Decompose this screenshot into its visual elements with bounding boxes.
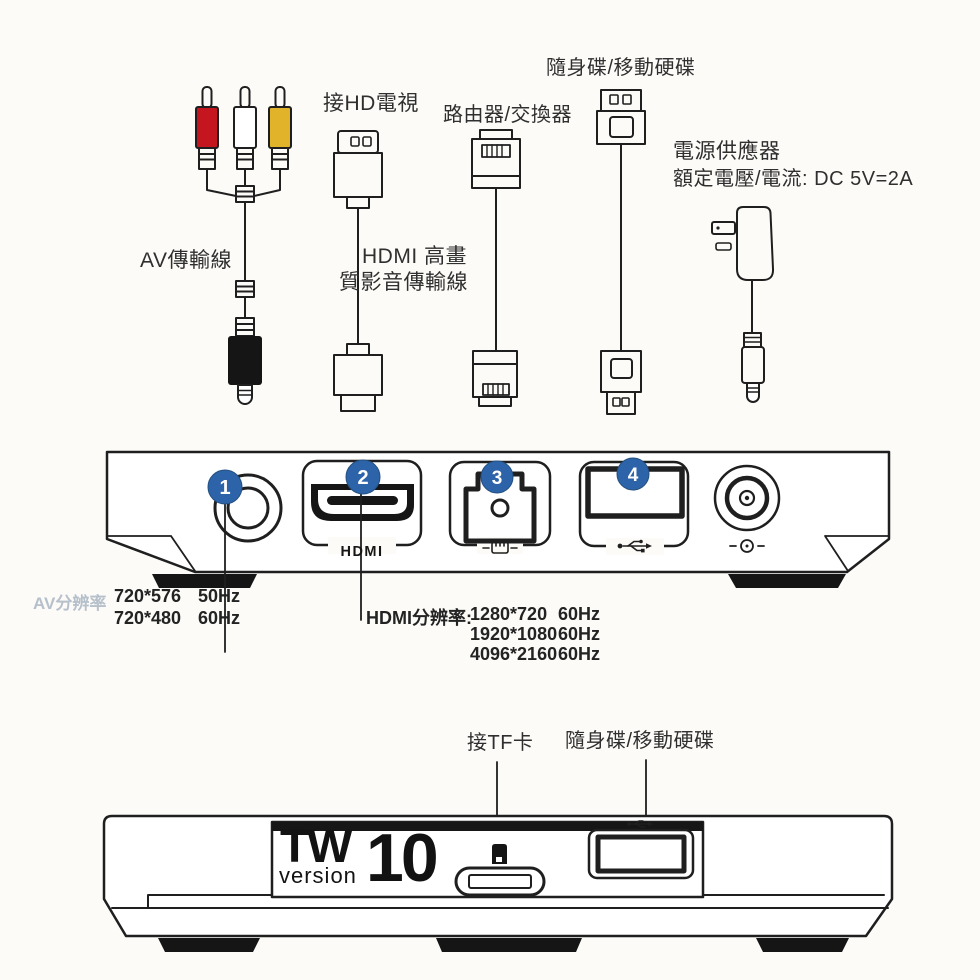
hdmi-cable-label-line1: HDMI 高畫 [362, 245, 467, 268]
front-usb-label: 隨身碟/移動硬碟 [565, 730, 715, 752]
port-badge-1-number: 1 [219, 477, 230, 499]
usb-plug-metal-top [600, 89, 642, 112]
front-foot-right [756, 938, 849, 952]
dc-power-icon [729, 539, 765, 553]
brand-logo-version: version [279, 863, 357, 888]
rca-yellow-plug [268, 106, 292, 149]
hdmi-logo: HDMI [340, 544, 383, 560]
hdmi-cable-label-line2: 質影音傳輸線 [339, 271, 468, 294]
rear-foot-right [728, 574, 846, 588]
front-foot-center [436, 938, 582, 952]
plug-prong-2 [715, 242, 732, 251]
hdmi-hz-3: 60Hz [558, 644, 601, 664]
hdmi-resolution-row-3: 4096*216060Hz [470, 644, 600, 665]
usb-cable-drawing [596, 89, 646, 415]
av-resolution-label: AV分辨率 [33, 594, 107, 613]
av-cable-drawing [195, 86, 292, 405]
tf-card-label: 接TF卡 [467, 732, 534, 754]
usb-drive-label: 隨身碟/移動硬碟 [546, 57, 696, 79]
port-badge-2-number: 2 [357, 467, 368, 489]
brand-logo-tw: TW [280, 820, 352, 872]
hdmi-resolution-row-1: 1280*720 60Hz [470, 604, 600, 625]
port-badge-4-number: 4 [628, 465, 639, 486]
av-cable-label: AV傳輸線 [140, 249, 232, 272]
hdmi-connect-label: 接HD電視 [323, 92, 419, 115]
av-jack-plug-body [228, 336, 262, 385]
av-hz-2: 60Hz [198, 608, 241, 628]
usb-plug-body-bottom [600, 350, 642, 393]
rca-red-plug [195, 106, 219, 149]
av-res-2: 720*480 [114, 608, 182, 628]
av-resolution-row-2: 720*480 60Hz [114, 608, 240, 629]
power-supply-label: 電源供應器 [673, 140, 781, 163]
hdmi-res-1: 1280*720 [470, 604, 548, 624]
port-badge-2: 2 [345, 459, 381, 495]
rear-panel-drawing: 1 2 3 4 HDMI [105, 450, 891, 653]
rear-foot-left [152, 574, 257, 588]
plug-prong [711, 221, 736, 235]
port-badge-3: 3 [480, 460, 514, 494]
rj45-plug-top [471, 138, 521, 189]
brand-logo-number: 10 [366, 820, 439, 896]
ethernet-icon [482, 541, 518, 554]
ethernet-port [463, 471, 537, 544]
rca-red-tip [201, 86, 213, 109]
usb-trident-icon-front [627, 820, 653, 828]
hdmi-res-3: 4096*2160 [470, 644, 558, 664]
cable-junction [235, 185, 255, 203]
rj45-plug-bottom [472, 350, 518, 398]
hdmi-cable-drawing [333, 130, 383, 412]
av-wire-right [253, 168, 281, 197]
tf-card-slot [454, 866, 546, 897]
tf-card-icon [492, 844, 507, 864]
hdmi-plug-tip [337, 130, 379, 154]
av-wire-left [206, 168, 237, 197]
rca-white-plug [233, 106, 257, 149]
front-usb-port [587, 828, 695, 880]
hdmi-plug-body-bottom [333, 354, 383, 396]
front-foot-left [158, 938, 260, 952]
hdmi-hz-1: 60Hz [558, 604, 601, 624]
port-badge-1: 1 [207, 469, 243, 505]
rca-yellow-tip [274, 86, 286, 109]
av-resolution-row-1: 720*576 50Hz [114, 586, 240, 607]
port-badge-3-number: 3 [492, 468, 503, 489]
usb-plug-body-top [596, 110, 646, 145]
hdmi-resolution-label: HDMI分辨率: [366, 608, 472, 628]
dc-power-jack [713, 464, 781, 532]
ethernet-label: 路由器/交換器 [443, 104, 573, 126]
port-badge-4: 4 [616, 457, 650, 491]
dc-plug-body [741, 346, 765, 384]
ethernet-cable-drawing [471, 129, 521, 407]
usb-trident-icon [617, 539, 652, 553]
av-hz-1: 50Hz [198, 586, 241, 606]
hdmi-resolution-row-2: 1920*108060Hz [470, 624, 600, 645]
hdmi-plug-body [333, 152, 383, 198]
hdmi-res-2: 1920*1080 [470, 624, 558, 644]
hdmi-hz-2: 60Hz [558, 624, 601, 644]
rca-white-tip [239, 86, 251, 109]
av-res-1: 720*576 [114, 586, 182, 606]
usb-plug-metal-bottom [606, 391, 636, 415]
av-jack-port [213, 473, 283, 543]
front-panel-drawing [102, 759, 894, 952]
cable-bead [235, 280, 255, 298]
strain-relief [235, 317, 255, 337]
power-adapter-drawing [711, 206, 775, 403]
power-spec-label: 額定電壓/電流: DC 5V=2A [673, 168, 914, 190]
adapter-body [736, 206, 775, 281]
